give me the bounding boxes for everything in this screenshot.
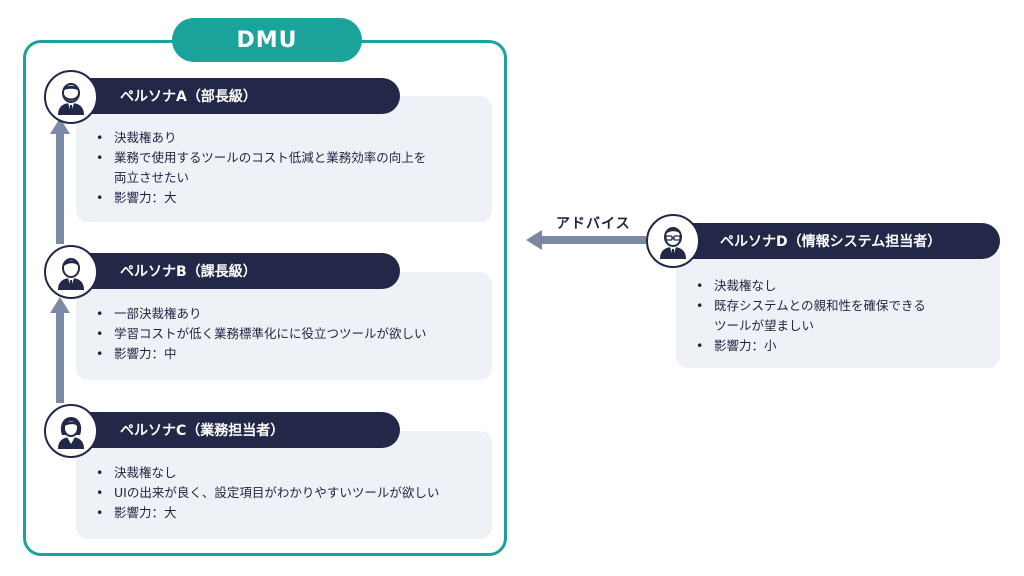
persona-c-bullet: 決裁権なし: [92, 463, 439, 483]
persona-b-title: ペルソナB（課長級）: [80, 253, 400, 289]
persona-d-bullet: 決裁権なし: [692, 276, 926, 296]
glasses-man-icon: [660, 227, 686, 259]
woman-staff-icon: [58, 417, 84, 449]
manager-icon: [58, 258, 84, 290]
arrow-b-to-a: [50, 118, 70, 244]
persona-d-card: 決裁権なし 既存システムとの親和性を確保できる ツールが望ましい 影響力：小: [676, 244, 1000, 368]
persona-c-bullet: 影響力：大: [92, 503, 439, 523]
persona-a-avatar: [44, 70, 98, 124]
persona-a-card: 決裁権あり 業務で使用するツールのコスト低減と業務効率の向上を 両立させたい 影…: [76, 96, 492, 222]
advice-arrow: [526, 230, 646, 250]
arrow-c-to-b: [50, 297, 70, 403]
persona-d-bullet: 既存システムとの親和性を確保できる ツールが望ましい: [692, 296, 926, 336]
persona-a-bullet: 業務で使用するツールのコスト低減と業務効率の向上を 両立させたい: [92, 148, 426, 188]
persona-c-avatar: [44, 404, 98, 458]
persona-d-avatar: [646, 214, 700, 268]
persona-a-bullet: 決裁権あり: [92, 128, 426, 148]
persona-b-bullet: 学習コストが低く業務標準化にに役立つツールが欲しい: [92, 324, 427, 344]
persona-a-bullet: 影響力：大: [92, 188, 426, 208]
persona-d-title: ペルソナD（情報システム担当者）: [680, 223, 1000, 259]
persona-c-bullet: UIの出来が良く、設定項目がわかりやすいツールが欲しい: [92, 483, 439, 503]
dmu-label: DMU: [172, 18, 362, 62]
advice-label: アドバイス: [556, 216, 631, 232]
persona-b-avatar: [44, 245, 98, 299]
manager-beard-icon: [58, 83, 84, 115]
persona-d-bullet: 影響力：小: [692, 336, 926, 356]
persona-c-card: 決裁権なし UIの出来が良く、設定項目がわかりやすいツールが欲しい 影響力：大: [76, 431, 492, 539]
persona-b-bullet: 一部決裁権あり: [92, 304, 427, 324]
persona-b-card: 一部決裁権あり 学習コストが低く業務標準化にに役立つツールが欲しい 影響力：中: [76, 272, 492, 380]
persona-b-bullet: 影響力：中: [92, 344, 427, 364]
persona-a-title: ペルソナA（部長級）: [80, 78, 400, 114]
persona-c-title: ペルソナC（業務担当者）: [80, 412, 400, 448]
